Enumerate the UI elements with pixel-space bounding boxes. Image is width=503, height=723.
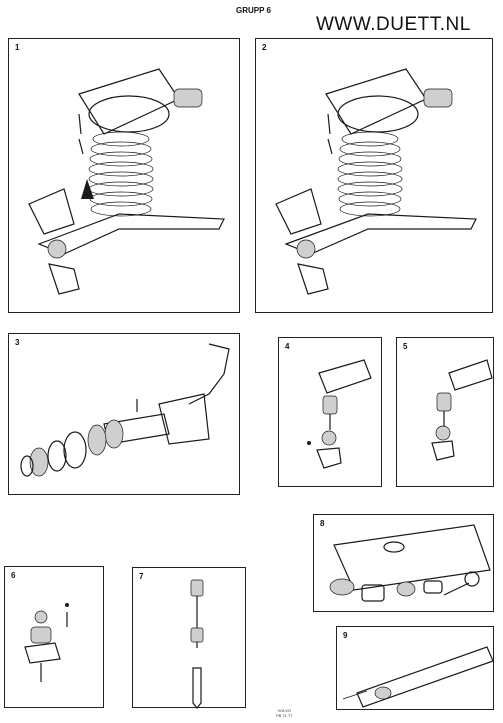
illustration-panel-1: 1 [8, 38, 240, 313]
wheel-bearing-illustration [20, 343, 230, 477]
suspension-illustration [28, 68, 225, 295]
panel-number: 8 [320, 519, 325, 528]
gasket-kit-illustration [329, 524, 491, 602]
group-label: GRUPP 6 [236, 6, 271, 15]
ball-joint-illustration [307, 359, 372, 469]
illustration-panel-9: 9 [336, 626, 494, 710]
panel-number: 3 [15, 338, 20, 347]
panel-number: 4 [285, 342, 290, 351]
suspension-illustration [275, 68, 477, 295]
panel-number: 1 [15, 43, 20, 52]
panel-number: 9 [343, 631, 348, 640]
illustration-panel-5: 5 [396, 337, 494, 487]
site-watermark: WWW.DUETT.NL [316, 14, 471, 35]
panel-number: 6 [11, 571, 16, 580]
steering-shaft-illustration [342, 646, 494, 708]
illustration-panel-7: 7 [132, 567, 246, 709]
footer-code: VOLVO PB 71 77 [276, 708, 292, 718]
illustration-panel-2: 2 [255, 38, 493, 313]
illustration-panel-8: 8 [313, 514, 494, 612]
panel-number: 2 [262, 43, 267, 52]
ball-joint-illustration [24, 603, 69, 682]
illustration-panel-4: 4 [278, 337, 382, 487]
steering-rod-illustration [190, 579, 204, 709]
footer-line-2: PB 71 77 [276, 713, 293, 718]
ball-joint-illustration [431, 359, 493, 461]
panel-number: 5 [403, 342, 408, 351]
illustration-panel-3: 3 [8, 333, 240, 495]
footer-line-1: VOLVO [277, 708, 291, 713]
illustration-panel-6: 6 [4, 566, 104, 708]
panel-number: 7 [139, 572, 144, 581]
